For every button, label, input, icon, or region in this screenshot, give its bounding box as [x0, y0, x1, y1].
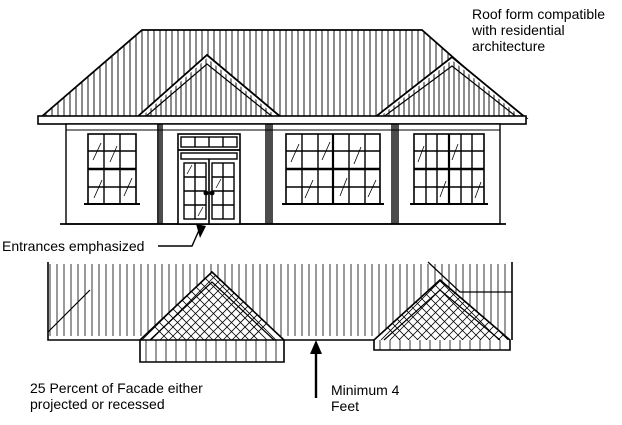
large-window [282, 133, 384, 205]
hatch-line [70, 272, 138, 340]
entrance-leader [158, 224, 206, 247]
roof-form-label: Roof form compatible with residential ar… [472, 6, 606, 54]
hatch-line [398, 280, 460, 340]
entrances-label: Entrances emphasized [2, 238, 145, 254]
hatch-line [52, 272, 120, 340]
hatch-line [538, 280, 598, 340]
hatch-line [497, 280, 510, 340]
hatch-line [511, 280, 571, 340]
hatch-line [207, 272, 277, 340]
right-window [410, 133, 488, 205]
hatch-line [529, 280, 589, 340]
hatch-line [374, 280, 388, 340]
left-window [84, 133, 140, 205]
hatch-line [520, 280, 580, 340]
hatch-line [492, 280, 510, 340]
entrance-doors [177, 133, 241, 225]
hatch-line [298, 272, 366, 340]
hatch-line [189, 272, 259, 340]
hatch-line [470, 280, 510, 340]
hatch-line [501, 280, 510, 340]
hatch-line [309, 280, 369, 340]
hatch-line [279, 272, 284, 340]
hatch-line [140, 272, 169, 340]
facade-plan-drawing [47, 261, 598, 363]
hatch-line [374, 280, 401, 340]
hatch-line [159, 272, 229, 340]
minimum-depth-label: Minimum 4 Feet [331, 382, 400, 414]
hatch-line [374, 280, 379, 340]
hatch-line [140, 272, 157, 340]
facade-percent-label: 25 Percent of Facade either projected or… [30, 380, 203, 412]
hatch-line [479, 280, 510, 340]
minimum-depth-arrow [310, 340, 322, 398]
hatch-line [240, 272, 284, 340]
hatch-line [380, 280, 442, 340]
hatch-line [140, 272, 178, 340]
elevation-drawing [37, 29, 529, 225]
